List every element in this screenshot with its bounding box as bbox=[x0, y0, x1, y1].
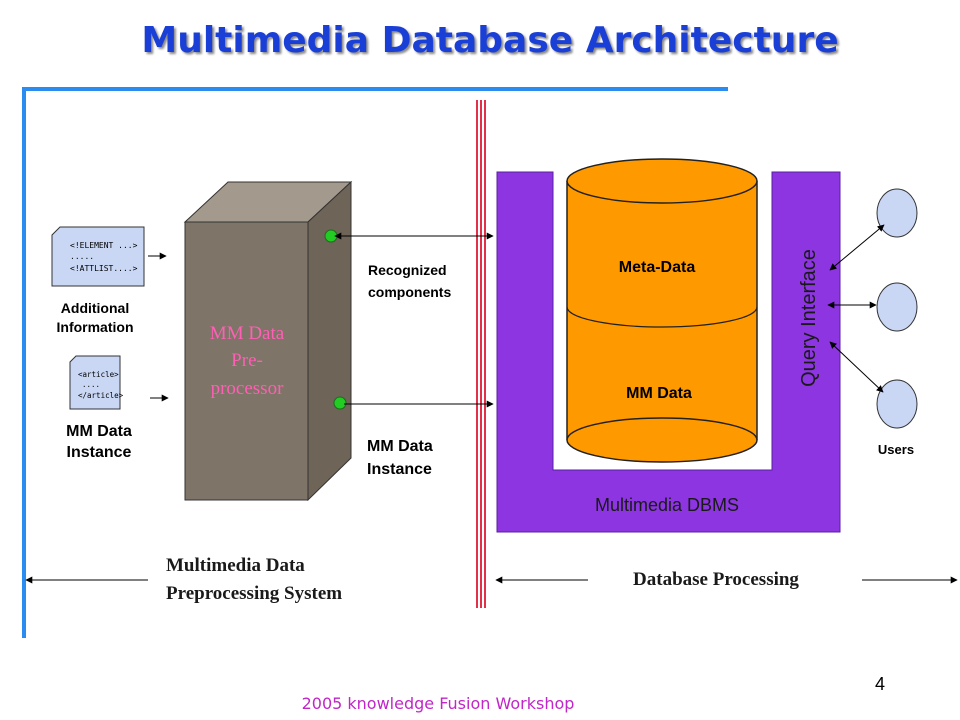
preprocessing-system-label-1: Multimedia Data bbox=[166, 555, 305, 576]
schema-document: <!ELEMENT ...> ..... <!ATTLIST....> bbox=[51, 226, 145, 287]
article-doc-line2: .... bbox=[82, 380, 100, 389]
dbms-container bbox=[496, 171, 841, 533]
query-interface-label: Query Interface bbox=[798, 249, 820, 387]
preprocessor-label-2: Pre- bbox=[231, 350, 263, 371]
additional-info-label-1: Additional bbox=[61, 300, 129, 316]
user-3 bbox=[876, 379, 918, 429]
user-2 bbox=[876, 282, 918, 332]
additional-info-label-2: Information bbox=[57, 319, 134, 335]
users-label: Users bbox=[878, 442, 914, 457]
meta-data-label: Meta-Data bbox=[619, 259, 696, 276]
preprocessor-label-1: MM Data bbox=[210, 323, 285, 344]
preprocessor-box bbox=[183, 180, 353, 502]
footer-text: 2005 knowledge Fusion Workshop bbox=[301, 694, 575, 713]
input-instance-label-1: MM Data bbox=[66, 423, 132, 440]
preprocessor-label-3: processor bbox=[211, 378, 284, 399]
system-divider bbox=[476, 100, 486, 608]
output-instance-label-2: Instance bbox=[367, 461, 432, 478]
data-cylinder bbox=[566, 158, 758, 463]
article-document: <article> .... </article> bbox=[69, 355, 124, 410]
preprocessing-system-label-2: Preprocessing System bbox=[166, 583, 342, 604]
instance-connector bbox=[333, 396, 347, 410]
recognized-label-1: Recognized bbox=[368, 262, 447, 278]
user-1-arrow bbox=[829, 224, 885, 271]
schema-doc-line3: <!ATTLIST....> bbox=[70, 264, 138, 273]
user-1 bbox=[876, 188, 918, 238]
dbms-label: Multimedia DBMS bbox=[595, 495, 739, 515]
user-3-arrow bbox=[829, 341, 884, 393]
schema-doc-line1: <!ELEMENT ...> bbox=[70, 241, 138, 250]
recognized-label-2: components bbox=[368, 284, 451, 300]
article-doc-line3: </article> bbox=[78, 391, 124, 400]
output-instance-label-1: MM Data bbox=[367, 438, 433, 455]
input-instance-label-2: Instance bbox=[67, 444, 132, 461]
page-number: 4 bbox=[874, 674, 885, 694]
database-processing-label: Database Processing bbox=[633, 569, 799, 590]
schema-doc-line2: ..... bbox=[70, 252, 94, 261]
mm-data-label: MM Data bbox=[626, 385, 692, 402]
article-doc-line1: <article> bbox=[78, 370, 119, 379]
slide-title: Multimedia Database Architecture bbox=[141, 20, 839, 61]
